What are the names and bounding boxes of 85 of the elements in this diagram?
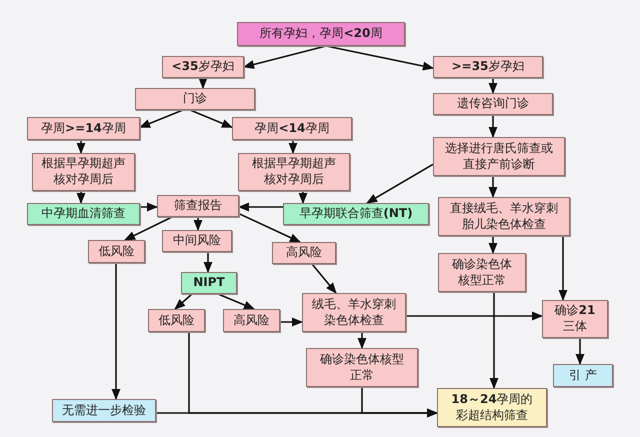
process-box bbox=[437, 388, 547, 427]
box-label: 根据早孕期超声核对孕周后 bbox=[40, 156, 126, 188]
arrow bbox=[488, 115, 498, 138]
box-label: 直接绒毛、羊水穿刺胎儿染色体检查 bbox=[449, 200, 559, 232]
box-label: 孕周>=14孕周 bbox=[40, 120, 127, 136]
process-box bbox=[223, 309, 280, 332]
process-box bbox=[438, 253, 526, 292]
arrow bbox=[361, 387, 438, 418]
box-label: 筛查报告 bbox=[173, 198, 223, 214]
arrow bbox=[218, 293, 256, 310]
box-label: >=35岁孕妇 bbox=[450, 59, 526, 75]
arrow bbox=[76, 191, 86, 204]
process-box bbox=[433, 93, 553, 115]
process-box bbox=[162, 56, 244, 78]
process-box bbox=[181, 272, 237, 294]
process-box bbox=[553, 364, 613, 387]
process-box bbox=[232, 117, 352, 140]
process-box bbox=[283, 203, 429, 225]
process-box bbox=[88, 240, 145, 263]
box-label: 门诊 bbox=[182, 91, 208, 107]
arrow bbox=[490, 292, 498, 390]
process-box bbox=[27, 117, 140, 140]
arrow bbox=[311, 263, 337, 294]
arrow bbox=[198, 78, 208, 90]
box-label: 绒毛、羊水穿刺染色体检查 bbox=[311, 296, 397, 328]
box-label: <35岁孕妇 bbox=[170, 59, 236, 75]
box-label: 中间风险 bbox=[172, 233, 222, 249]
process-box bbox=[148, 309, 205, 332]
box-label: 中孕期血清筛查 bbox=[40, 206, 126, 222]
process-box bbox=[52, 399, 156, 422]
arrow bbox=[280, 318, 304, 326]
process-box bbox=[162, 230, 232, 252]
box-label: 引 产 bbox=[568, 368, 598, 384]
arrow bbox=[190, 109, 234, 128]
arrow bbox=[406, 312, 544, 320]
arrow bbox=[138, 109, 184, 128]
arrow bbox=[366, 164, 434, 204]
arrow bbox=[194, 217, 202, 232]
process-box bbox=[438, 197, 570, 236]
box-label: 所有孕妇，孕周<20周 bbox=[258, 26, 384, 42]
arrow bbox=[204, 252, 212, 274]
arrow bbox=[124, 216, 172, 241]
box-label: 低风险 bbox=[158, 312, 196, 328]
process-box bbox=[237, 22, 405, 46]
process-box bbox=[238, 153, 350, 191]
process-box bbox=[542, 300, 608, 338]
process-box bbox=[306, 348, 418, 387]
process-box bbox=[27, 203, 140, 225]
box-label: 高风险 bbox=[285, 245, 323, 261]
process-box bbox=[433, 56, 543, 78]
box-label: 确诊染色体核型正常 bbox=[319, 352, 405, 384]
box-label: 18～24孕周的彩超结构筛查 bbox=[450, 392, 534, 424]
box-label: 根据早孕期超声核对孕周后 bbox=[251, 156, 337, 188]
process-box bbox=[157, 195, 239, 217]
box-label: 早孕期联合筛查(NT) bbox=[298, 206, 414, 222]
box-label: 无需进一步检验 bbox=[61, 402, 147, 418]
arrow bbox=[76, 140, 86, 154]
arrow bbox=[358, 332, 366, 350]
box-label: 低风险 bbox=[98, 244, 136, 260]
box-label: 选择进行唐氏筛查或直接产前诊断 bbox=[444, 140, 554, 172]
box-label: 确诊染色体核型正常 bbox=[451, 256, 513, 288]
box-label: NIPT bbox=[192, 275, 226, 291]
arrow bbox=[326, 45, 434, 70]
process-box bbox=[32, 153, 135, 191]
box-label: 高风险 bbox=[232, 312, 270, 328]
process-box bbox=[433, 137, 565, 176]
process-box bbox=[302, 293, 406, 332]
arrow bbox=[288, 140, 298, 154]
box-label: 遗传咨询门诊 bbox=[456, 96, 530, 112]
arrow bbox=[112, 263, 120, 400]
arrow bbox=[174, 293, 193, 310]
arrow bbox=[488, 78, 498, 94]
arrow bbox=[298, 191, 308, 204]
arrow bbox=[558, 236, 568, 302]
process-box bbox=[135, 88, 255, 110]
arrow bbox=[140, 202, 158, 212]
arrow bbox=[238, 212, 302, 243]
arrow bbox=[488, 236, 498, 254]
box-label: 确诊21三体 bbox=[554, 303, 596, 335]
arrow bbox=[576, 338, 584, 366]
process-box bbox=[272, 242, 336, 264]
box-label: 孕周<14孕周 bbox=[254, 120, 330, 136]
arrow bbox=[238, 202, 283, 212]
arrow bbox=[242, 45, 326, 69]
arrow bbox=[488, 176, 498, 198]
